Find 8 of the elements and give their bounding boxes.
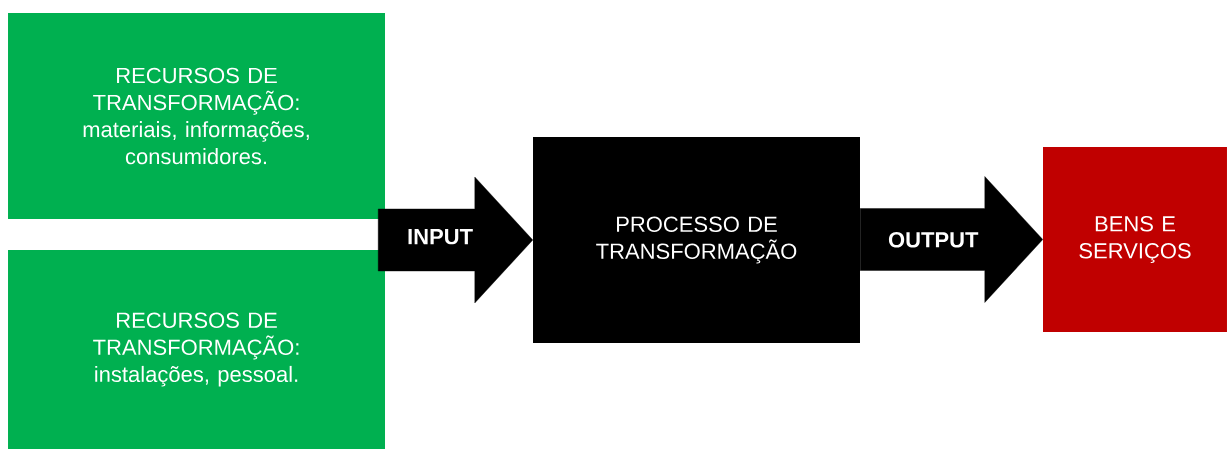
edge-label: OUTPUT — [887, 231, 980, 249]
process-box: RECURSOS DE TRANSFORMAÇÃO: materiais, informações, consumidores. — [8, 13, 385, 219]
block-arrow — [860, 176, 1043, 303]
block-arrow — [378, 176, 533, 304]
process-box: PROCESSO DE TRANSFORMAÇÃO — [533, 137, 860, 343]
process-box: RECURSOS DE TRANSFORMAÇÃO: instalações, pessoal. — [8, 250, 385, 449]
process-box: BENS E SERVIÇOS — [1043, 147, 1227, 332]
edge-label: INPUT — [406, 228, 475, 246]
